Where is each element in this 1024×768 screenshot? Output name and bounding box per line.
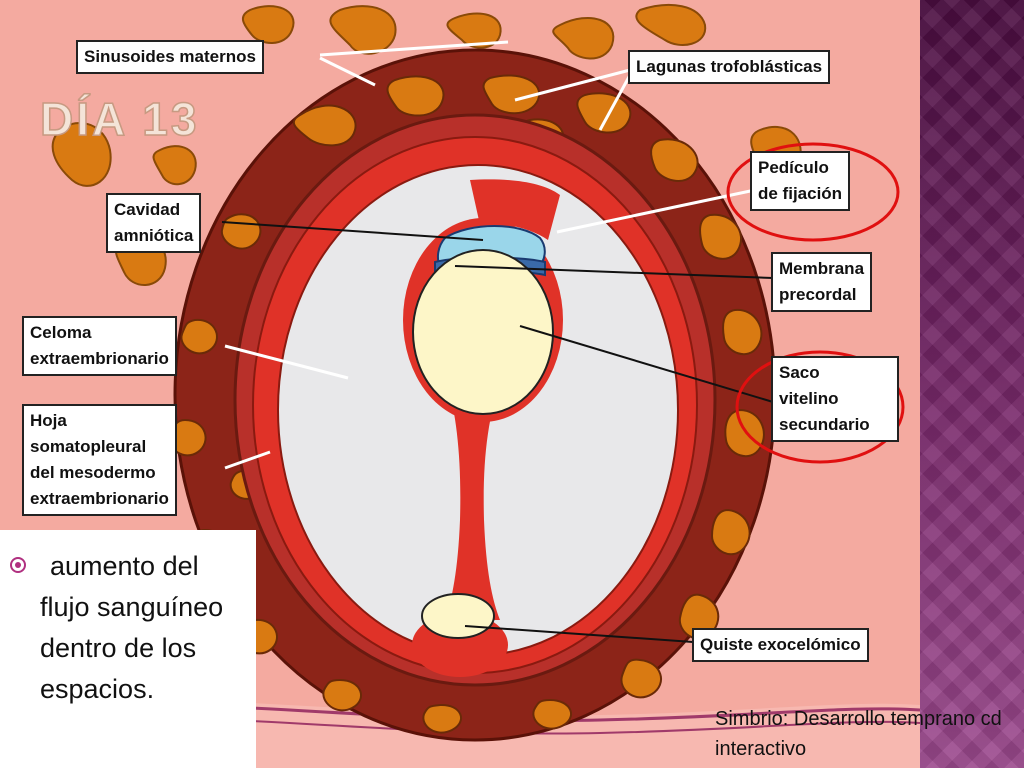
label-text: precordal: [779, 285, 857, 304]
label-hoja-somatopleural: Hoja somatopleural del mesodermo extraem…: [22, 404, 177, 516]
label-text: del mesodermo: [30, 463, 156, 482]
label-text: Quiste exocelómico: [700, 635, 861, 654]
leader-lines: [224, 40, 756, 470]
source-credit: Simbrio: Desarrollo temprano cd interact…: [715, 708, 1002, 760]
label-sinusoides-maternos: Sinusoides maternos: [76, 40, 264, 74]
label-text: secundario: [779, 415, 870, 434]
label-text: extraembrionario: [30, 489, 169, 508]
bullet-text: aumento del flujo sanguíneo dentro de lo…: [40, 551, 224, 704]
label-pediculo-fijacion: Pedículo de fijación: [750, 151, 851, 211]
bullet-text-box: [0, 530, 256, 768]
bullet-circle-icon: [10, 557, 26, 573]
label-text: extraembrionario: [30, 349, 169, 368]
label-text: Membrana: [779, 259, 865, 278]
embryo-diagram: [0, 0, 920, 768]
connecting-stalk: [470, 179, 560, 240]
exocoelomic-cyst: [421, 593, 495, 639]
mesoderm-strand: [440, 360, 510, 620]
label-text: amniótica: [114, 226, 194, 245]
label-lagunas-trofoblasticas: Lagunas trofoblásticas: [628, 50, 831, 84]
label-text: somatopleural: [30, 437, 147, 456]
label-text: Cavidad: [114, 200, 181, 219]
leader-lines-black: [221, 221, 774, 643]
label-saco-vitelino-secundario: Saco vitelino secundario: [771, 356, 899, 442]
label-text: Celoma: [30, 323, 92, 342]
label-membrana-precordal: Membrana precordal: [771, 252, 873, 312]
slide-title: DÍA 13: [39, 92, 200, 146]
label-text: Sinusoides maternos: [84, 47, 256, 66]
highlight-circle-saco: [735, 350, 905, 464]
label-quiste-exocelomico: Quiste exocelómico: [692, 628, 869, 662]
label-cavidad-amniotica: Cavidad amniótica: [106, 193, 202, 253]
secondary-yolk-sac: [412, 249, 554, 415]
label-text: Lagunas trofoblásticas: [636, 57, 823, 76]
label-text: Hoja: [30, 411, 67, 430]
label-text: de fijación: [758, 184, 843, 203]
label-text: vitelino: [779, 389, 839, 408]
label-celoma-extraembrionario: Celoma extraembrionario: [22, 316, 177, 376]
side-decorative-band: [920, 0, 1024, 768]
label-text: Saco: [779, 363, 820, 382]
highlight-circle-pediculo: [726, 142, 900, 242]
label-text: Pedículo: [758, 158, 829, 177]
